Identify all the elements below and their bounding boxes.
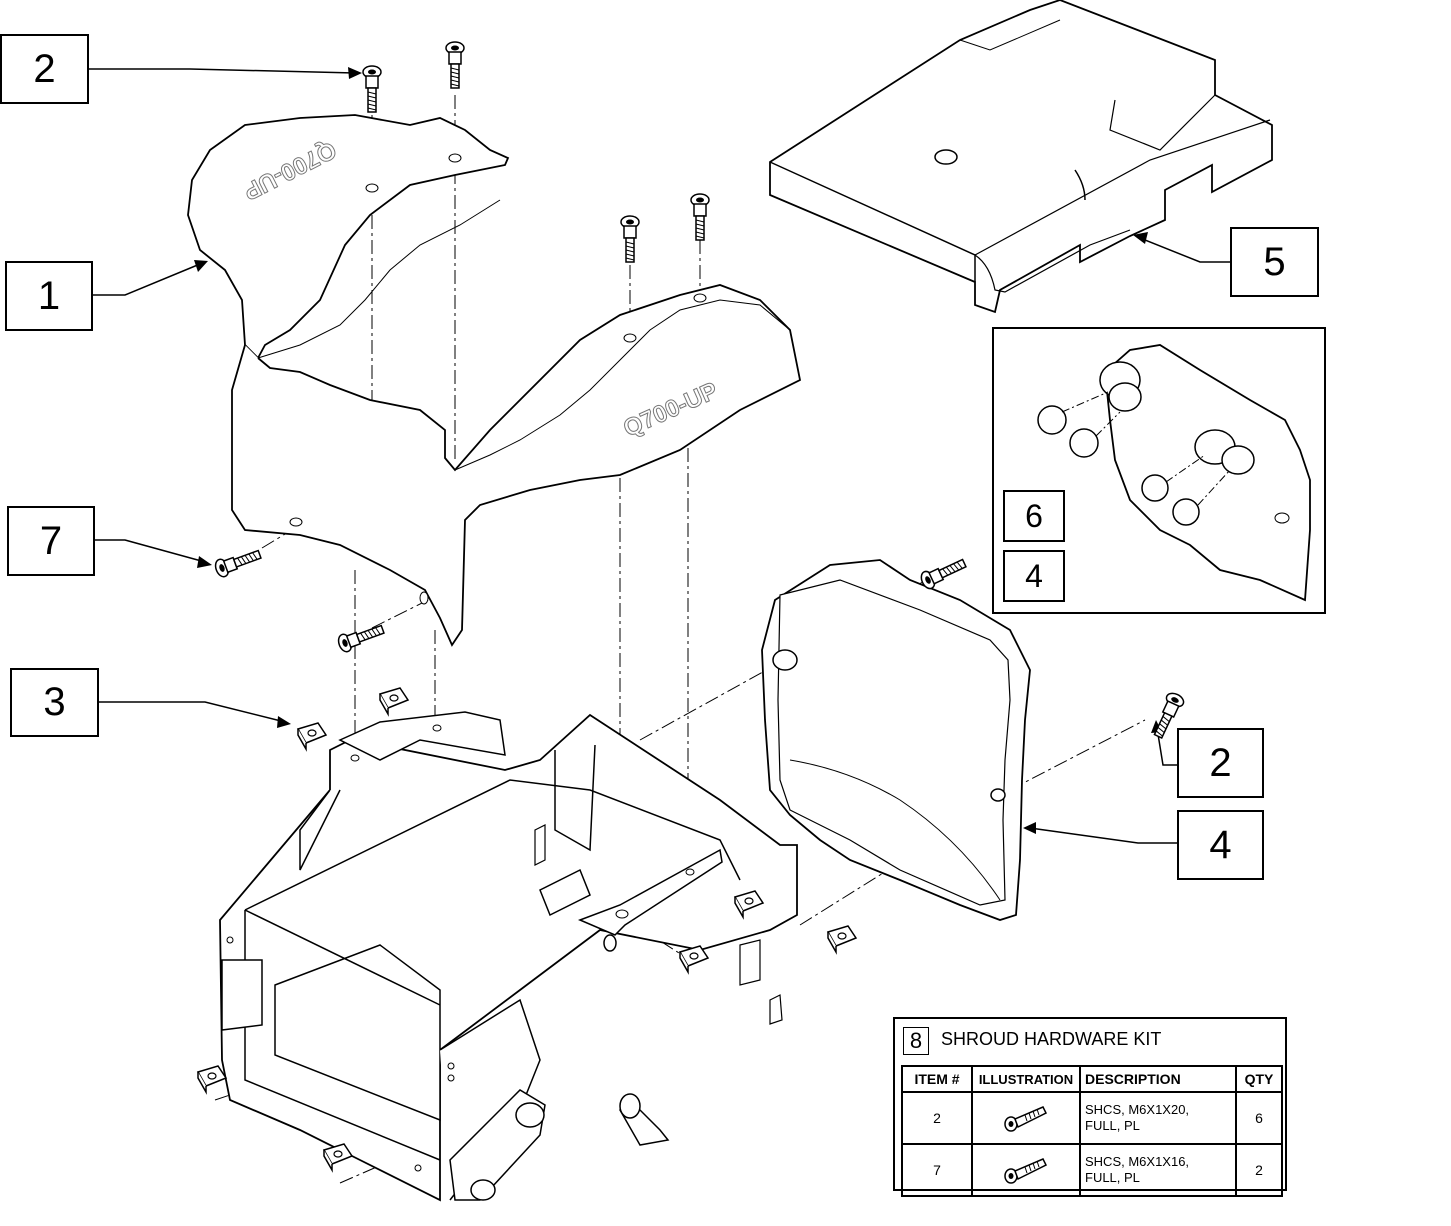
kit-title: SHROUD HARDWARE KIT (941, 1029, 1162, 1049)
row-qty: 6 (1235, 1091, 1283, 1145)
desc-line-2: FULL, PL (1085, 1118, 1140, 1133)
battery-box-frame (219, 711, 798, 1202)
callout-6: 6 (1003, 490, 1065, 542)
callout-1: 1 (5, 261, 93, 331)
kit-table: ITEM # ILLUSTRATION DESCRIPTION QTY 2 SH… (901, 1065, 1283, 1197)
header-item: ITEM # (901, 1065, 973, 1093)
desc-line-1: SHCS, M6X1X16, (1085, 1154, 1190, 1169)
row-illustration (971, 1143, 1081, 1197)
kit-table-header: ITEM # ILLUSTRATION DESCRIPTION QTY (901, 1065, 1283, 1093)
upper-shroud: Q700-UP Q700-UP (187, 114, 802, 647)
side-shroud (761, 559, 1031, 921)
row-description: SHCS, M6X1X20, FULL, PL (1079, 1091, 1237, 1145)
callout-4-inset: 4 (1003, 550, 1065, 602)
callout-7: 7 (7, 506, 95, 576)
row-illustration (971, 1091, 1081, 1145)
kit-number: 8 (903, 1027, 929, 1055)
hardware-kit-table-box: 8 SHROUD HARDWARE KIT ITEM # ILLUSTRATIO… (893, 1017, 1287, 1197)
callout-5: 5 (1230, 227, 1319, 297)
callout-2-right: 2 (1177, 728, 1264, 798)
callout-3: 3 (10, 668, 99, 737)
row-qty: 2 (1235, 1143, 1283, 1197)
header-description: DESCRIPTION (1079, 1065, 1237, 1093)
top-cover (769, 0, 1273, 314)
desc-line-1: SHCS, M6X1X20, (1085, 1102, 1190, 1117)
callout-4-right: 4 (1177, 810, 1264, 880)
row-description: SHCS, M6X1X16, FULL, PL (1079, 1143, 1237, 1197)
row-item: 7 (901, 1143, 973, 1197)
table-row: 7 SHCS, M6X1X16, FULL, PL 2 (901, 1143, 1283, 1197)
table-row: 2 SHCS, M6X1X20, FULL, PL 6 (901, 1091, 1283, 1145)
desc-line-2: FULL, PL (1085, 1170, 1140, 1185)
header-qty: QTY (1235, 1065, 1283, 1093)
screw-icon (1004, 1105, 1048, 1132)
row-item: 2 (901, 1091, 973, 1145)
screw-icon (1004, 1157, 1048, 1184)
header-illustration: ILLUSTRATION (971, 1065, 1081, 1093)
callout-2-top: 2 (0, 34, 89, 104)
